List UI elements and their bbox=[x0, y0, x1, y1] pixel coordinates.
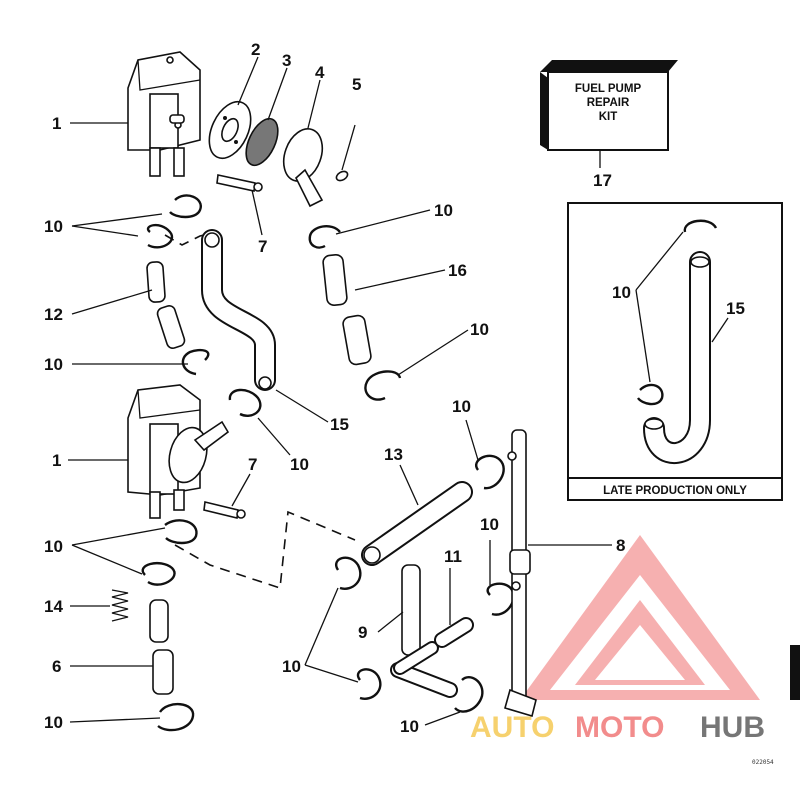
watermark-text: AUTO MOTO HUB bbox=[470, 711, 765, 744]
hose-16 bbox=[322, 253, 372, 366]
diaphragm-plate bbox=[208, 100, 252, 160]
clip-left-9 bbox=[335, 556, 362, 590]
routing-dashed-bottom bbox=[174, 510, 356, 590]
callout-10-mid-small: 10 bbox=[452, 397, 471, 416]
watermark-auto: AUTO bbox=[470, 711, 554, 744]
cover-screw bbox=[335, 124, 356, 182]
inset-caption: LATE PRODUCTION ONLY bbox=[603, 485, 747, 497]
callout-10-under-hose: 10 bbox=[290, 455, 309, 474]
mounting-screw-top bbox=[216, 174, 263, 192]
clip-bottom-2 bbox=[141, 561, 176, 586]
spring-14 bbox=[111, 589, 129, 622]
watermark-hub: HUB bbox=[700, 711, 765, 744]
callout-9: 9 bbox=[358, 623, 367, 642]
callout-6: 6 bbox=[52, 657, 61, 676]
kit-label-line2: REPAIR bbox=[587, 97, 630, 109]
clip-right-13 bbox=[475, 454, 505, 490]
inset-clip-bottom bbox=[637, 383, 664, 406]
clip-bottom-11 bbox=[454, 675, 484, 713]
callout-13: 13 bbox=[384, 445, 403, 464]
kit-label-line3: KIT bbox=[599, 111, 618, 123]
callout-10-bottom-left: 10 bbox=[44, 537, 63, 556]
callout-12: 12 bbox=[44, 305, 63, 324]
callout-5: 5 bbox=[352, 75, 361, 94]
callout-10-bottom-mid: 10 bbox=[282, 657, 301, 676]
filter-cover bbox=[282, 128, 324, 208]
callout-2: 2 bbox=[251, 40, 260, 59]
callout-7-bottom: 7 bbox=[248, 455, 257, 474]
callout-10-top-right: 10 bbox=[434, 201, 453, 220]
clip-bottom-9 bbox=[356, 668, 382, 700]
fuel-line-8 bbox=[504, 429, 537, 718]
hose-12 bbox=[146, 261, 186, 349]
callout-4: 4 bbox=[315, 63, 325, 82]
tube-13 bbox=[361, 481, 473, 566]
kit-label-line1: FUEL PUMP bbox=[575, 83, 642, 95]
clip-mid-hose bbox=[228, 388, 262, 417]
callout-labels: 1 2 3 4 5 7 10 10 12 16 10 10 15 1 10 7 … bbox=[44, 40, 745, 736]
callout-1-top: 1 bbox=[52, 114, 61, 133]
clip-top-3 bbox=[308, 225, 341, 249]
clip-top-1 bbox=[169, 194, 202, 219]
clip-top-2 bbox=[146, 223, 174, 249]
mounting-screw-bottom bbox=[203, 501, 246, 519]
callout-16: 16 bbox=[448, 261, 467, 280]
callout-15: 15 bbox=[330, 415, 349, 434]
callout-10-inset: 10 bbox=[612, 283, 631, 302]
routing-dashed-top bbox=[164, 231, 217, 246]
tee-fitting-9 bbox=[390, 564, 458, 698]
late-production-inset: LATE PRODUCTION ONLY bbox=[567, 202, 783, 501]
tube-11 bbox=[434, 617, 474, 648]
callout-8: 8 bbox=[616, 536, 625, 555]
clip-mid-left bbox=[181, 348, 210, 376]
clip-bottom-1 bbox=[164, 519, 198, 545]
repair-kit-box: FUEL PUMP REPAIR KIT bbox=[540, 60, 678, 151]
callout-17: 17 bbox=[593, 171, 612, 190]
fuel-pump-top bbox=[127, 51, 201, 177]
edge-mark bbox=[790, 645, 800, 700]
callout-11: 11 bbox=[444, 547, 462, 566]
watermark-logo bbox=[520, 535, 760, 700]
watermark-moto: MOTO bbox=[575, 711, 664, 744]
leader-lines bbox=[68, 56, 729, 726]
fuel-pump-bottom bbox=[127, 384, 230, 519]
callout-7-top: 7 bbox=[258, 237, 267, 256]
callout-10-bottom-center: 10 bbox=[400, 717, 419, 736]
callout-1-bottom: 1 bbox=[52, 451, 61, 470]
filter-screen bbox=[245, 117, 279, 167]
callout-14: 14 bbox=[44, 597, 63, 616]
clip-right-11 bbox=[486, 582, 515, 616]
figure-code: 022054 bbox=[752, 759, 774, 766]
clip-mid-right bbox=[364, 370, 402, 401]
inset-clip-top bbox=[683, 219, 718, 233]
callout-10-mid-left: 10 bbox=[44, 355, 63, 374]
callout-3: 3 bbox=[282, 51, 291, 70]
clip-bottom-3 bbox=[157, 703, 195, 732]
callout-10-top-left: 10 bbox=[44, 217, 63, 236]
callout-10-right: 10 bbox=[480, 515, 499, 534]
hose-6 bbox=[149, 599, 174, 695]
callout-10-bottom: 10 bbox=[44, 713, 63, 732]
callout-15-inset: 15 bbox=[726, 299, 745, 318]
callout-10-mid-right: 10 bbox=[470, 320, 489, 339]
